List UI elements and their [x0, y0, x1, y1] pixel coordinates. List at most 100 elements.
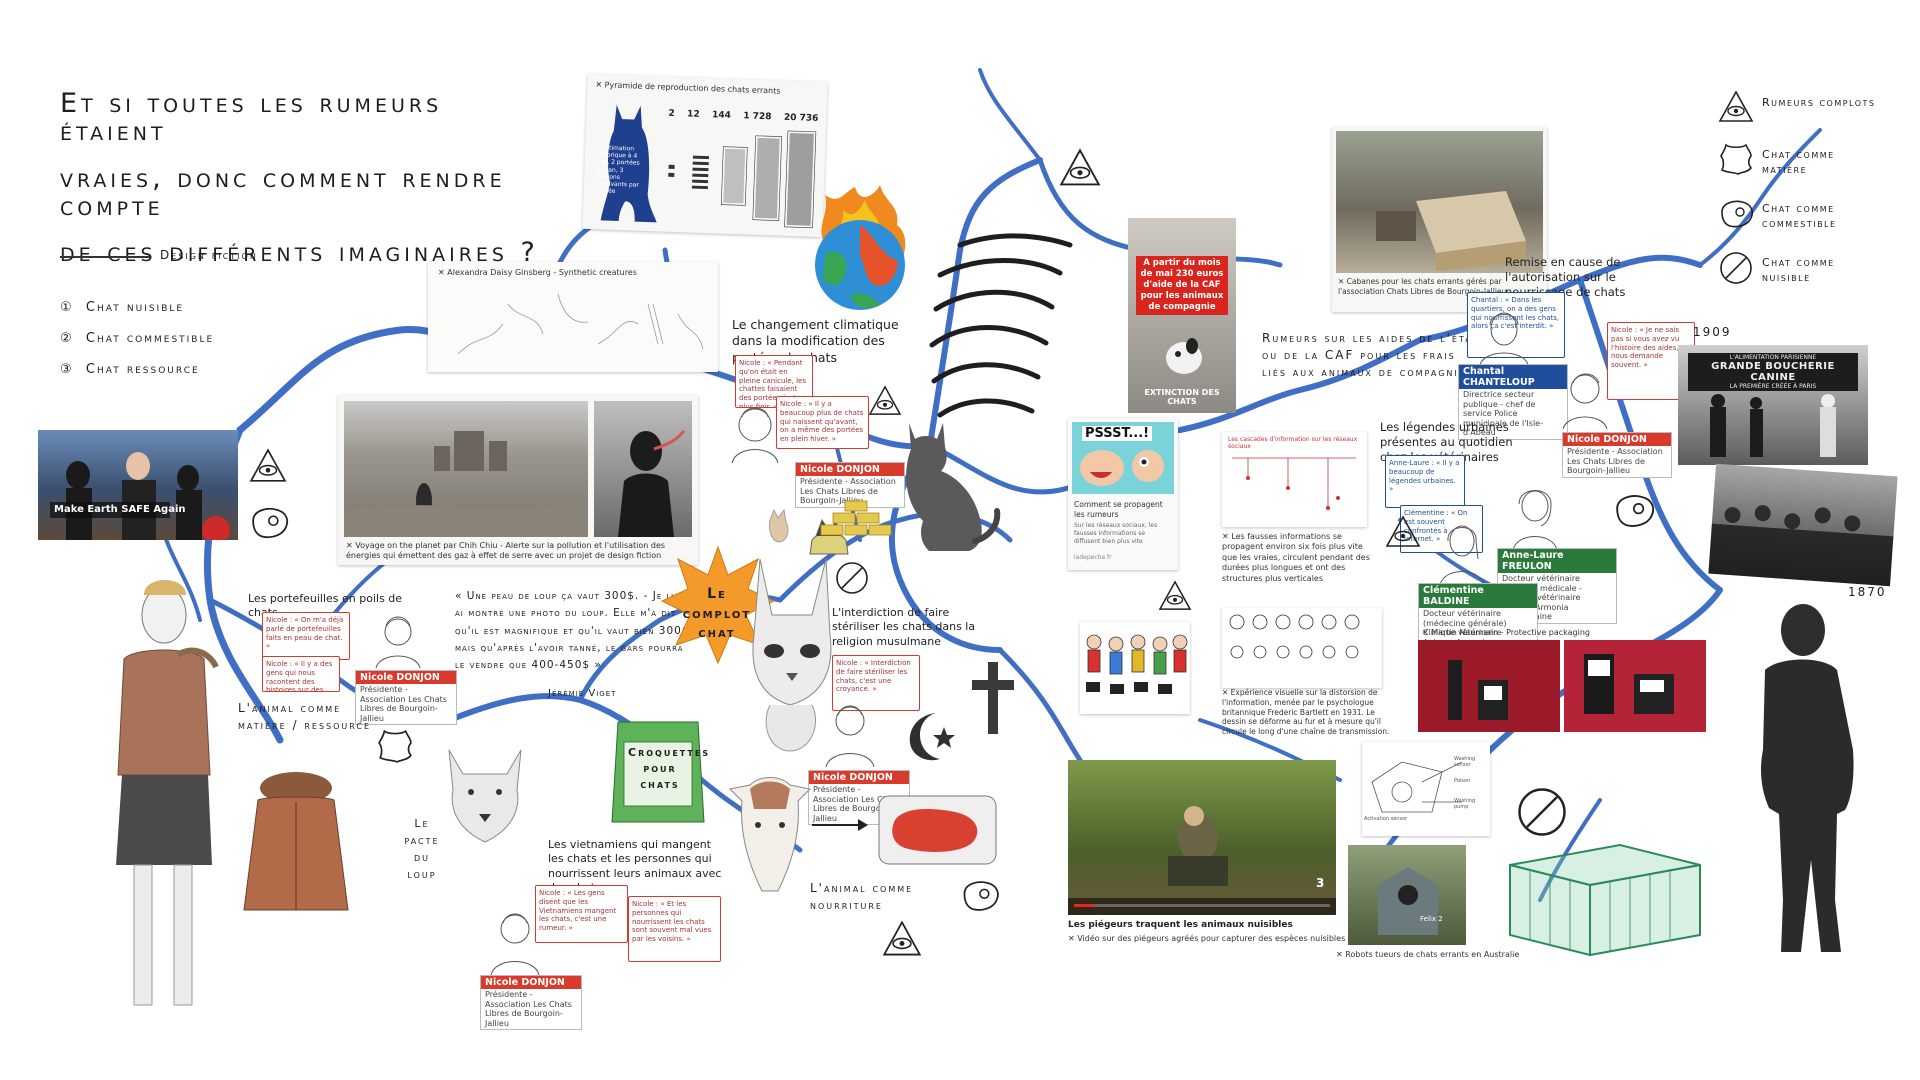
meat-steak-icon [1721, 200, 1754, 228]
pssst-image: PSSST...! [1072, 422, 1174, 494]
pyramid-cat-grid [668, 130, 817, 229]
video-caption: ✕ Vidéo sur des piégeurs agréés pour cap… [1068, 934, 1346, 943]
person-name: Nicole DONJON [1563, 433, 1671, 446]
fausses-infos-card: Les cascades d'information sur les résea… [1222, 432, 1367, 527]
shelter-illustration [1376, 191, 1526, 271]
category-item: ① Chat nuisible [60, 292, 214, 323]
eye-triangle-icon [249, 448, 287, 482]
note-line: Le [414, 817, 430, 830]
pyramid-number: 20 736 [783, 112, 819, 124]
meat-steak-icon [252, 507, 289, 539]
robot-label: Poison [1454, 778, 1471, 784]
robot-caption: ✕ Robots tueurs de chats errants en Aust… [1336, 950, 1520, 959]
meat-tray-sketch [878, 795, 997, 865]
complot-burst-icon [660, 545, 775, 665]
creature-sketches [457, 293, 704, 355]
pyramid-number: 1 728 [743, 111, 772, 123]
bartlett-drawings-card [1222, 608, 1382, 688]
voyage-photo-woman [594, 401, 692, 537]
nicole-name-tag: Nicole DONJON Présidente - Association L… [355, 670, 457, 726]
person-role: Présidente - Association Les Chats Libre… [360, 685, 447, 723]
legend-item: Chat comme nuisible [1718, 250, 1833, 290]
eye-triangle-icon [882, 920, 922, 956]
trap-cage-sketch [1509, 843, 1701, 957]
quote-bubble: Nicole : « Il y a beaucoup plus de chats… [776, 396, 869, 449]
leather-hide-icon [378, 729, 412, 763]
burning-earth-icon [815, 185, 906, 310]
bartlett-cartoon-card [1080, 622, 1190, 714]
nicole-portrait-sketch [1562, 373, 1608, 429]
legend-label: Chat comme matière [1762, 148, 1835, 176]
chantal-name-tag: Chantal CHANTELOUP Directrice secteur pu… [1458, 364, 1568, 440]
complot-chat-label: Le complot chat [682, 586, 752, 642]
video-progress-track[interactable] [1074, 904, 1330, 907]
river-stroke [997, 647, 1083, 763]
note-line: ou de la CAF pour les frais [1262, 347, 1456, 362]
quote-bubble: Chantal : « Dans les quartiers, on a des… [1467, 292, 1565, 358]
voyage-photo-desert [344, 401, 588, 537]
category-label: Chat commestible [85, 331, 215, 347]
legend-item: Rumeurs complots [1718, 90, 1874, 128]
person-name: Clémentine BALDINE [1419, 584, 1537, 608]
pyramid-number: 2 [668, 108, 675, 119]
no-sign-icon [836, 562, 868, 594]
note-line: pacte [404, 834, 440, 848]
tiktok-headline: A partir du mois de mai 230 euros d'aide… [1136, 256, 1228, 316]
gray-cat-sketch [906, 423, 1001, 551]
meat-steak-icon [1616, 495, 1655, 527]
pssst-heading: Comment se propagent les rumeurs [1074, 500, 1163, 519]
poster-slogan: Make Earth SAFE Again [54, 504, 186, 515]
robot-felix-illustration [1378, 867, 1438, 935]
quote-bubble: Nicole : « Interdiction de faire stérili… [832, 655, 920, 711]
category-list: ① Chat nuisible ② Chat commestible ③ Cha… [60, 292, 214, 386]
sphynx-cat-sketch [752, 558, 832, 752]
pyramid-number: 144 [711, 110, 732, 121]
design-fiction-label: Design fiction [160, 248, 258, 262]
legend-item: Chat comme matière [1718, 142, 1833, 180]
river-stroke [1538, 798, 1602, 902]
person-role: Présidente - Association Les Chats Libre… [485, 990, 572, 1028]
person-role: Présidente - Association Les Chats Libre… [800, 477, 896, 506]
year-1870: 1870 [1848, 585, 1887, 599]
croquettes-label: Croquettes pour chats [628, 746, 711, 791]
hunter-illustration [1168, 806, 1228, 886]
eye-triangle-icon [1158, 580, 1192, 610]
category-item: ② Chat commestible [60, 323, 214, 354]
earth-safe-poster: Make Earth SAFE Again [38, 430, 238, 540]
legend-label: Chat comme commestible [1762, 202, 1837, 230]
person-name: Chantal CHANTELOUP [1459, 365, 1567, 389]
note-line: nourriture [810, 897, 883, 912]
boucherie-sign-main: GRANDE BOUCHERIE CANINE [1711, 361, 1835, 383]
person-role: Présidente - Association Les Chats Libre… [813, 785, 900, 823]
title-line-1: Et si toutes les rumeurs étaient [60, 88, 443, 148]
category-item: ③ Chat ressource [60, 354, 214, 385]
croquettes-bag-sketch [611, 721, 705, 823]
eye-triangle-icon [868, 385, 902, 415]
note-line: Rumeurs sur les aides de l'état [1262, 331, 1479, 345]
person-name: Nicole DONJON [481, 976, 581, 989]
note-line: L'animal comme [810, 881, 914, 895]
category-number: ③ [60, 362, 74, 378]
note-line: du [413, 851, 430, 865]
tiktok-card: A partir du mois de mai 230 euros d'aide… [1128, 218, 1236, 413]
synthetic-creatures-card: ✕ Alexandra Daisy Ginsberg - Synthetic c… [428, 262, 718, 372]
cabanes-photo [1336, 131, 1543, 273]
calf-sketch [728, 777, 812, 892]
wolf-quote: « Une peau de loup ça vaut 300$. - Je lu… [455, 590, 690, 672]
robot-photo: Felix 2 [1348, 845, 1466, 945]
legend-item: Chat comme commestible [1718, 198, 1835, 234]
butcher-figures [1710, 394, 1836, 457]
person-name: Nicole DONJON [356, 671, 456, 684]
robot-felix-label: Felix 2 [1420, 915, 1443, 923]
piegeurs-video[interactable]: 3 [1068, 760, 1336, 915]
design-fiction-rule [60, 256, 150, 258]
note-line: loup [407, 868, 437, 882]
cabanes-caption: ✕ Cabanes pour les chats errants gérés p… [1338, 277, 1507, 296]
nicole-name-tag: Nicole DONJON Présidente - Association L… [1562, 432, 1672, 478]
note-line: L'animal comme [238, 701, 342, 715]
synthetic-caption: ✕ Alexandra Daisy Ginsberg - Synthetic c… [438, 268, 637, 277]
whisper-chain-cartoon [1086, 634, 1188, 694]
cabanes-card: ✕ Cabanes pour les chats errants gérés p… [1332, 127, 1547, 312]
woman-silhouette [618, 430, 686, 537]
voyage-card: ✕ Voyage on the planet par Chih Chiu - A… [338, 395, 698, 565]
